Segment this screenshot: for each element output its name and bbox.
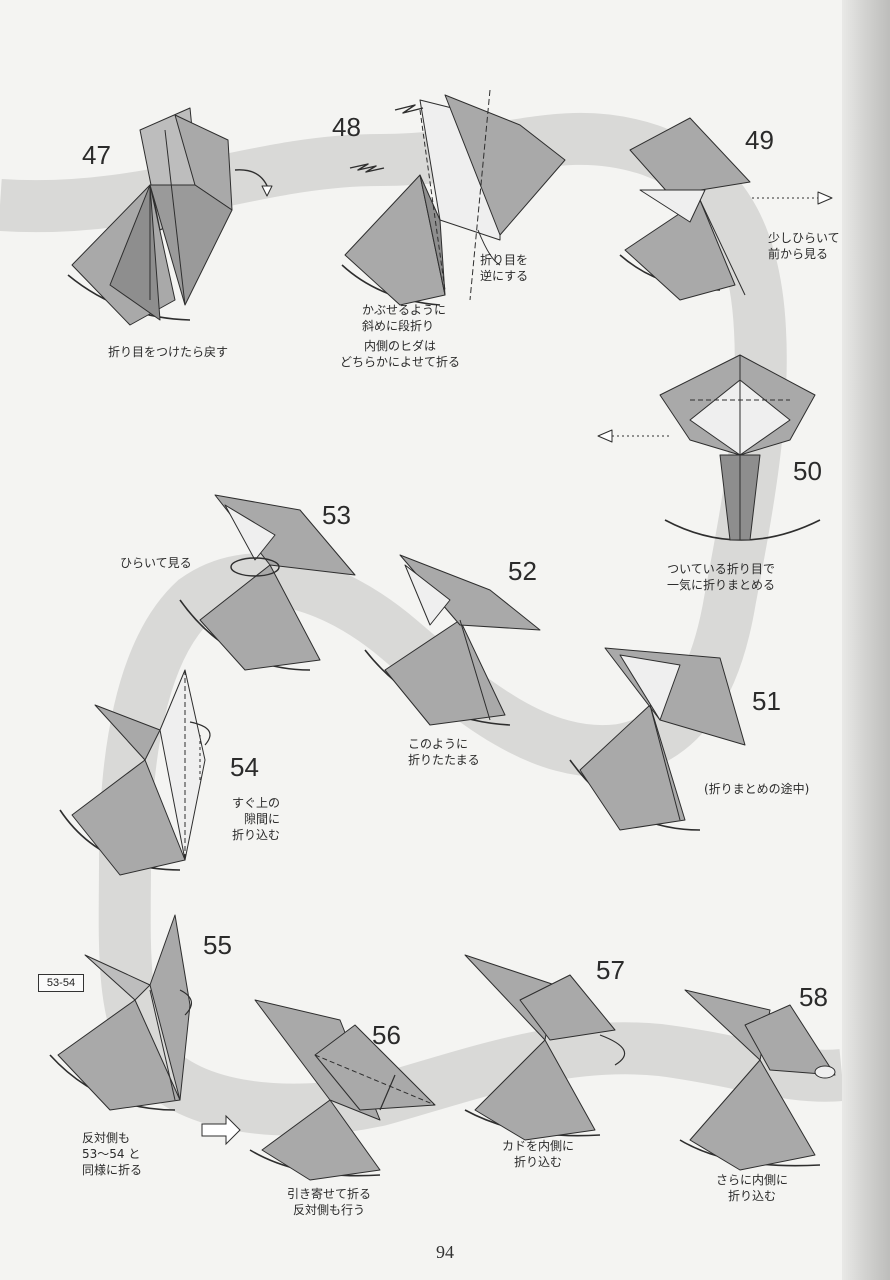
step-53-figure [179,494,356,671]
step-48-caption-bottom: 内側のヒダは どちらかによせて折る [340,339,461,369]
step-53-caption: ひらいて見る [120,556,192,570]
step-53-number: 53 [322,500,351,530]
page-number: 94 [436,1242,454,1262]
step-47-caption: 折り目をつけたら戻す [108,345,229,359]
step-52-number: 52 [508,556,537,586]
step-52-figure [364,554,541,726]
step-51-caption: (折りまとめの途中) [704,782,810,796]
step-58-caption: さらに内側に 折り込む [716,1173,789,1203]
page-binding-shadow [842,0,890,1280]
step-58-figure [679,989,836,1171]
step-56-number: 56 [372,1020,401,1050]
step-52-caption: このように 折りたたまる [408,737,480,767]
step-50-caption: ついている折り目で 一気に折りまとめる [667,562,776,592]
step-48-caption-right: 折り目を 逆にする [480,253,529,283]
step-57-number: 57 [596,955,625,985]
step-55-figure [49,914,192,1111]
step-55-number: 55 [203,930,232,960]
step-57-caption: カドを内側に 折り込む [502,1139,575,1169]
step-54-figure [59,669,211,876]
flow-arrow-icon [201,1114,241,1146]
step-56-figure [249,999,436,1181]
step-57-figure [464,954,626,1141]
step-50-number: 50 [793,456,822,486]
step-51-figure [569,647,746,831]
step-55-caption: 反対側も 53〜54 と 同様に折る [82,1131,143,1177]
step-54-number: 54 [230,752,259,782]
step-49-figure [619,117,833,301]
step-48-figure [341,89,566,306]
step-49-number: 49 [745,125,774,155]
reference-box-53-54: 53-54 [38,974,84,992]
step-48-number: 48 [332,112,361,142]
step-47-figure [67,107,273,326]
step-54-caption: すぐ上の 隙間に 折り込む [232,796,281,842]
step-58-number: 58 [799,982,828,1012]
step-48-caption-left: かぶせるように 斜めに段折り [362,303,447,333]
step-47-number: 47 [82,140,111,170]
step-50-figure [597,354,821,541]
step-56-caption: 引き寄せて折る 反対側も行う [287,1187,372,1217]
step-51-number: 51 [752,686,781,716]
step-49-caption: 少しひらいて 前から見る [768,231,840,261]
